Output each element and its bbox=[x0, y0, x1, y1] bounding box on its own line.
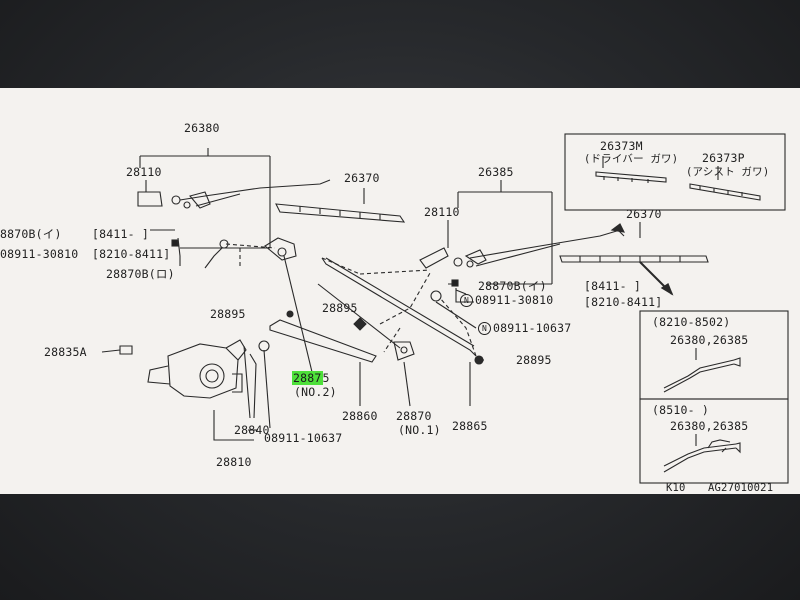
label-28110-right: 28110 bbox=[424, 205, 460, 219]
label-28840: 28840 bbox=[234, 423, 270, 437]
inset2-arm bbox=[663, 443, 737, 473]
label-26373M: 26373M bbox=[600, 139, 643, 153]
label-8411-right: [8411- ] bbox=[584, 279, 641, 293]
label-26370-right: 26370 bbox=[626, 207, 662, 221]
label-28835A: 28835A bbox=[44, 345, 87, 359]
pivot-no1 bbox=[393, 341, 415, 361]
link-rod-mid bbox=[317, 283, 401, 349]
inset2-range: (8510- ) bbox=[652, 403, 709, 417]
monitor-screen: 26380 28110 8870B(イ) [8411- ] 08911-3081… bbox=[0, 88, 800, 494]
inset1-range: (8210-8502) bbox=[652, 315, 731, 329]
label-8411-left: [8411- ] bbox=[92, 227, 149, 241]
label-28875: 28875 bbox=[292, 371, 330, 385]
label-28895-right: 28895 bbox=[516, 353, 552, 367]
label-26385: 26385 bbox=[478, 165, 514, 179]
bracket-26380 bbox=[139, 148, 271, 249]
label-28870B-ro: 28870B(ロ) bbox=[106, 267, 175, 281]
n-mark-icon: N bbox=[460, 294, 473, 307]
label-28895-left: 28895 bbox=[210, 307, 246, 321]
parts-diagram bbox=[101, 133, 789, 484]
cap-28110-right bbox=[419, 247, 449, 269]
label-28870-no1: (NO.1) bbox=[398, 423, 441, 437]
leader-8870B-left bbox=[150, 229, 181, 266]
n-mark-icon: N bbox=[478, 322, 491, 335]
wiper-arm-left bbox=[179, 179, 331, 207]
label-8210-8411-right: [8210-8411] bbox=[584, 295, 663, 309]
label-28875-no2: (NO.2) bbox=[294, 385, 337, 399]
label-28810: 28810 bbox=[216, 455, 252, 469]
label-driver-side: (ドライバー ガワ) bbox=[584, 153, 679, 165]
label-28870: 28870 bbox=[396, 409, 432, 423]
footer-ref: AG27010021 bbox=[708, 482, 774, 494]
refill-driver bbox=[595, 171, 667, 183]
refill-assist bbox=[689, 183, 761, 201]
bracket-26385 bbox=[457, 180, 553, 285]
blade-refill-box bbox=[564, 133, 786, 211]
label-8210-8411-left: [8210-8411] bbox=[92, 247, 171, 261]
inset1-arm bbox=[663, 359, 735, 393]
cap-28110-left bbox=[137, 191, 163, 207]
footer-code: K10 bbox=[666, 482, 686, 494]
inset-box-2 bbox=[639, 398, 789, 484]
label-28865: 28865 bbox=[452, 419, 488, 433]
wiper-blade-right bbox=[559, 255, 709, 263]
label-08911-30810-left: 08911-30810 bbox=[0, 247, 79, 261]
pivot-no2 bbox=[264, 237, 297, 261]
wiper-blade-left bbox=[275, 203, 406, 223]
label-28110-left: 28110 bbox=[126, 165, 162, 179]
bolt-28835A bbox=[101, 345, 133, 355]
link-rod-lower bbox=[269, 319, 377, 363]
wiper-motor bbox=[167, 343, 239, 399]
inset2-parts: 26380,26385 bbox=[670, 419, 749, 433]
label-26380-top: 26380 bbox=[184, 121, 220, 135]
label-8870B-i-left: 8870B(イ) bbox=[0, 227, 62, 241]
label-26370-left: 26370 bbox=[344, 171, 380, 185]
label-26373P: 26373P bbox=[702, 151, 745, 165]
label-28895-center: 28895 bbox=[322, 301, 358, 315]
label-assist-side: (アシスト ガワ) bbox=[686, 166, 770, 178]
wiper-arm-right bbox=[469, 229, 621, 267]
label-28860: 28860 bbox=[342, 409, 378, 423]
link-rod-upper bbox=[321, 257, 477, 357]
label-28870B-i-right: 28870B(イ) bbox=[478, 279, 547, 293]
inset1-parts: 26380,26385 bbox=[670, 333, 749, 347]
label-08911-10637-bottom: 08911-10637 bbox=[264, 431, 343, 445]
